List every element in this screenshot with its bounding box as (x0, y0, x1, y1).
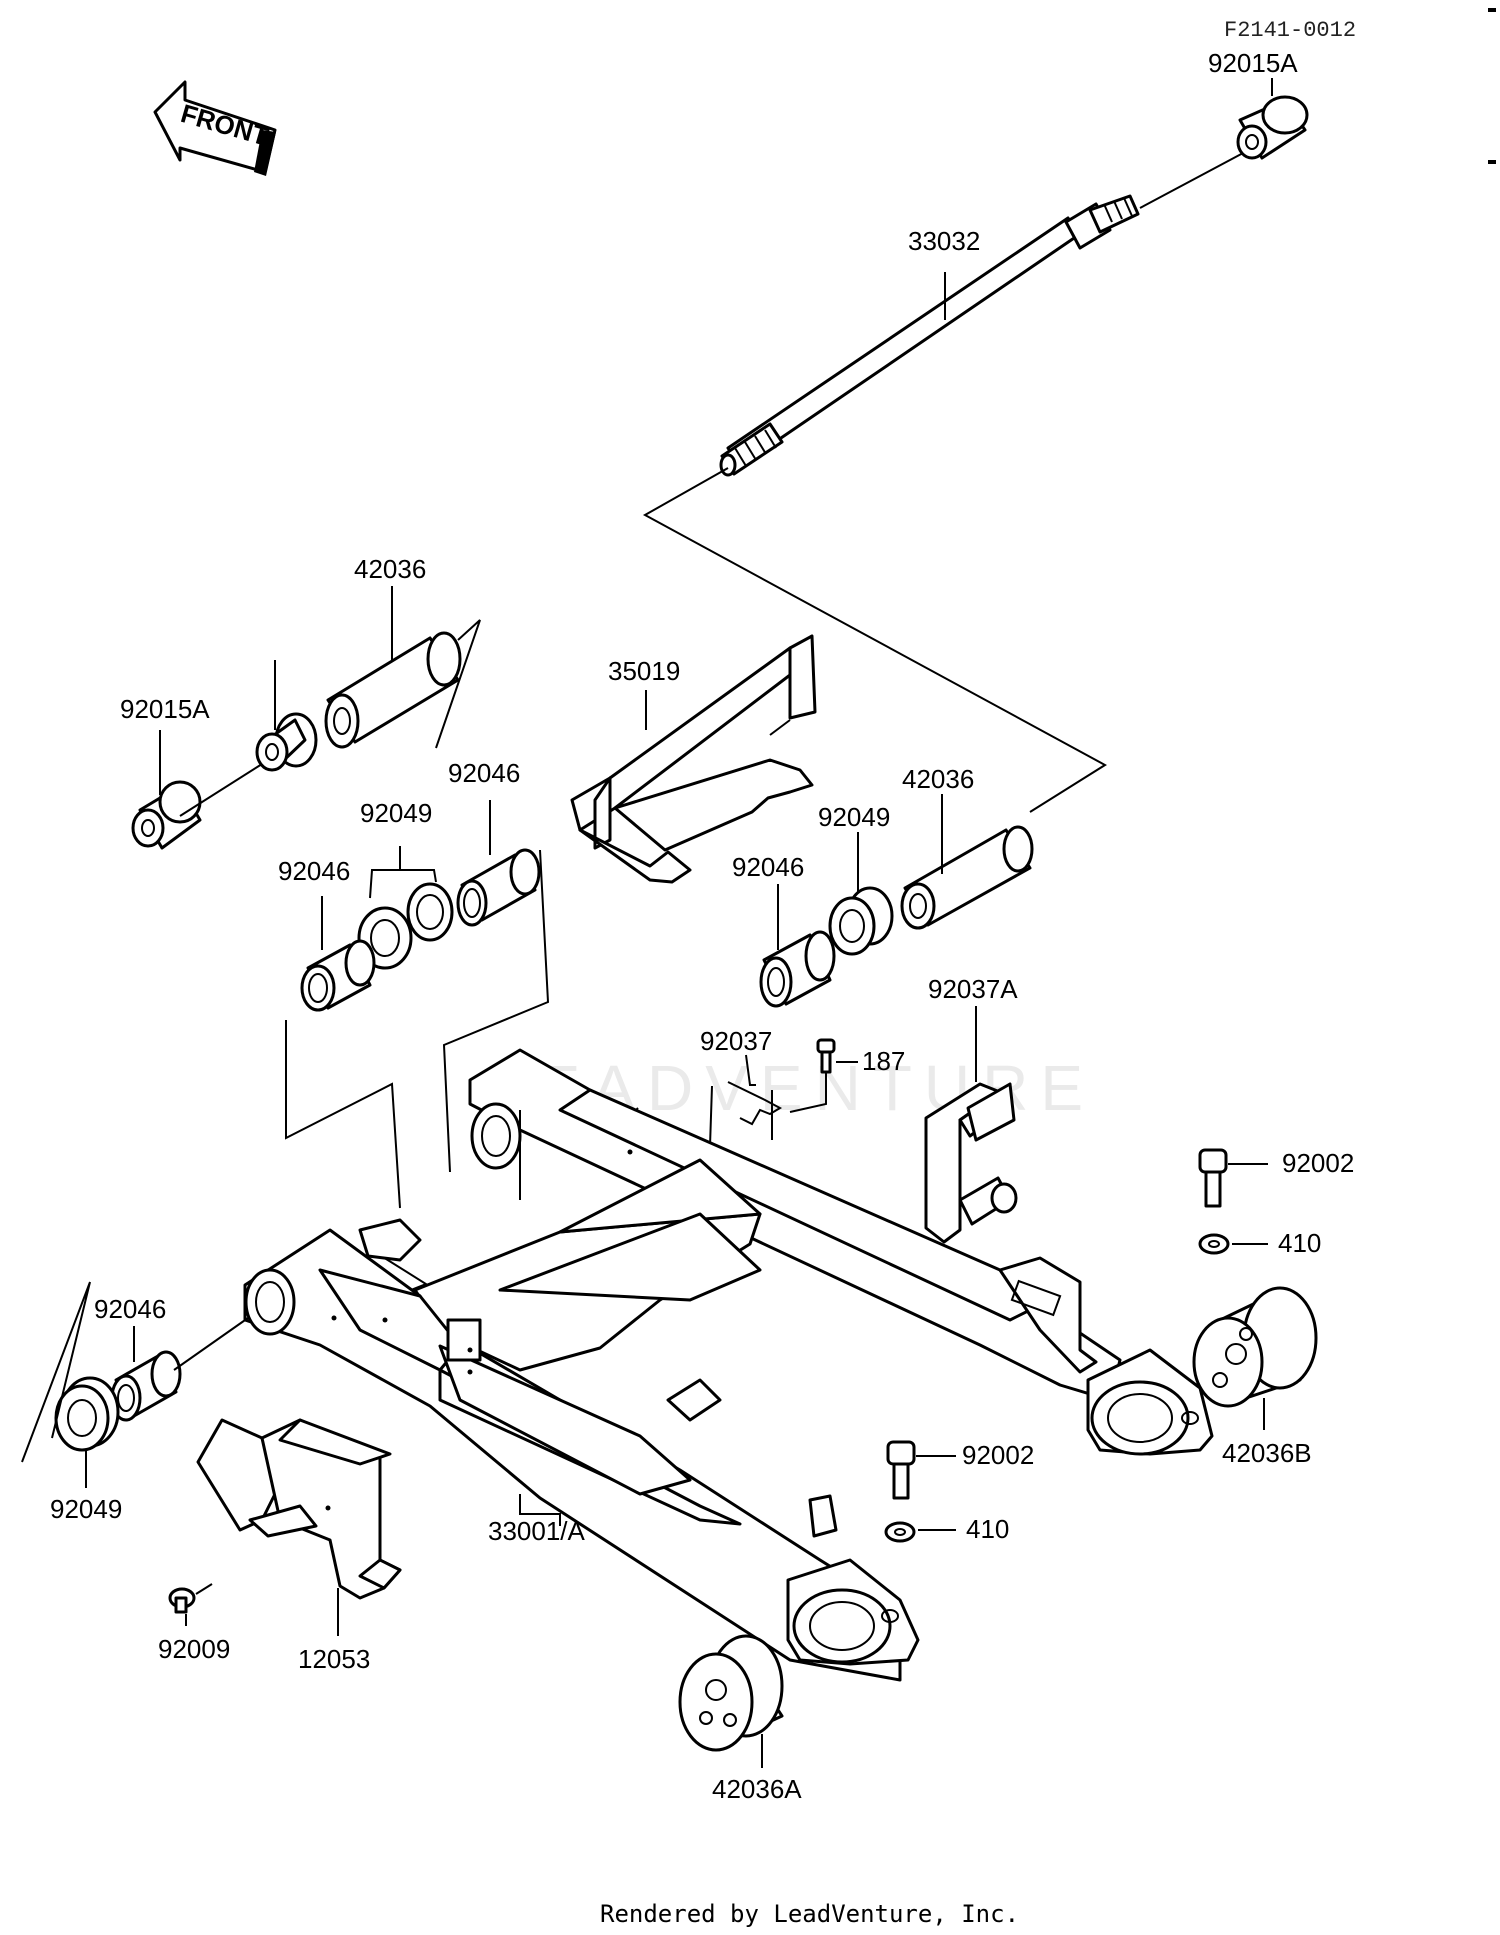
label-92037A: 92037A (928, 974, 1018, 1004)
bushing-guide-line (179, 763, 263, 817)
bolt-92002-mid (886, 1440, 916, 1500)
label-42036B: 42036B (1222, 1438, 1312, 1468)
chain-guide-35019 (570, 634, 817, 884)
eccentric-42036B (1192, 1286, 1318, 1408)
leader-33001A (519, 1494, 561, 1526)
bearing-92046-low (110, 1350, 182, 1422)
label-187: 187 (862, 1046, 905, 1076)
label-92046-b: 92046 (278, 856, 350, 886)
label-12053: 12053 (298, 1644, 370, 1674)
label-92015A-top: 92015A (1208, 48, 1298, 78)
diagram-code: F2141-0012 (1224, 18, 1356, 43)
bolt-92002-top (1198, 1148, 1228, 1208)
label-92046-right: 92046 (732, 852, 804, 882)
shaft-guide-line (1139, 151, 1246, 209)
label-92002-top: 92002 (1282, 1148, 1354, 1178)
eccentric-42036A (678, 1634, 784, 1752)
label-92002-mid: 92002 (962, 1440, 1034, 1470)
seal-92049-right (828, 886, 894, 956)
bearing-92046-a (456, 848, 541, 927)
guide-left-1 (285, 1020, 401, 1209)
label-33032: 33032 (908, 226, 980, 256)
clip-92037 (727, 1081, 783, 1140)
assembly-guide-line (642, 467, 1107, 813)
bearing-92046-b (300, 939, 376, 1012)
label-42036-right: 42036 (902, 764, 974, 794)
label-42036A: 42036A (712, 1774, 802, 1804)
footer-credit: Rendered by LeadVenture, Inc. (600, 1900, 1019, 1928)
guide-left-2 (442, 849, 550, 1173)
label-42036-left: 42036 (354, 554, 426, 584)
leader-92037 (745, 1054, 756, 1086)
label-92046-a: 92046 (448, 758, 520, 788)
label-92009: 92009 (158, 1634, 230, 1664)
bracket-92037A (924, 1082, 1018, 1244)
seal-92049-low (54, 1376, 120, 1452)
bearing-92046-right (759, 930, 836, 1008)
washer-410-top (1198, 1233, 1230, 1255)
label-92015A-left: 92015A (120, 694, 210, 724)
label-92049-low: 92049 (50, 1494, 122, 1524)
bolt-187 (816, 1038, 836, 1074)
label-92046-low: 92046 (94, 1294, 166, 1324)
label-410-mid: 410 (966, 1514, 1009, 1544)
leader-92049-a (369, 869, 437, 899)
edge-mark (1488, 160, 1496, 164)
guide-92046-low (173, 1317, 249, 1371)
chain-guard-12053 (196, 1418, 402, 1600)
collar-42036-right (900, 825, 1034, 930)
swing-arm-33001A (243, 1048, 1214, 1682)
label-35019: 35019 (608, 656, 680, 686)
label-92049-right: 92049 (818, 802, 890, 832)
front-arrow-icon: FRONT (153, 80, 277, 176)
screw-92009 (168, 1587, 196, 1614)
guide-42036-left (435, 619, 481, 749)
bushing-92015 (255, 712, 318, 772)
guide-92049-low (21, 1281, 91, 1463)
collar-42036-left (324, 631, 462, 749)
washer-410-mid (884, 1521, 916, 1543)
guide-187 (789, 1072, 827, 1113)
bushing-92015A-top (1236, 95, 1309, 160)
label-33001A: 33001/A (488, 1516, 586, 1546)
pivot-shaft-33032 (719, 194, 1140, 477)
leader-92009-guide (195, 1583, 213, 1595)
label-92049-a: 92049 (360, 798, 432, 828)
bushing-92015A-left (131, 780, 202, 850)
label-92037: 92037 (700, 1026, 772, 1056)
edge-mark (1488, 8, 1496, 12)
label-410-top: 410 (1278, 1228, 1321, 1258)
